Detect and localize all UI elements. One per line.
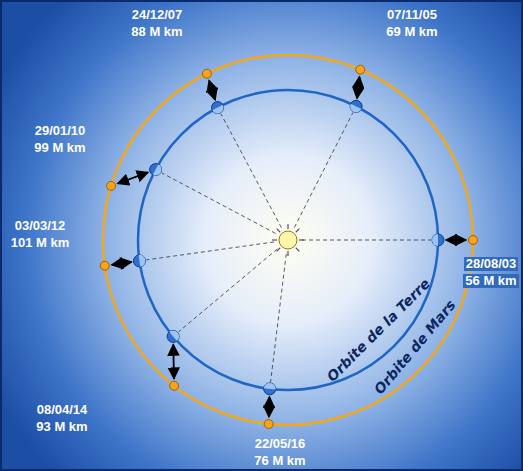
sun-earth-line [302,240,431,241]
mars-dot [107,181,116,190]
sun-disc [279,231,297,249]
sun-ray [296,229,300,233]
mars-dot [469,236,478,245]
distance-arrow [357,77,359,99]
earth-dot [350,100,362,112]
earth-lit-side [139,255,146,267]
sun-ray [277,248,281,252]
sun-ray [287,251,288,256]
earth-lit-side [264,383,276,390]
sun-ray [299,239,304,240]
earth-lit-side [153,164,162,175]
earth-dot [167,330,179,342]
mars-dot [202,69,211,78]
earth-dot [212,102,224,114]
mars-dot [170,381,179,390]
date-label: 24/12/07 [132,8,183,23]
date-label: 29/01/10 [35,124,86,139]
distance-arrow [446,239,466,241]
distance-label: 56 M km [463,274,518,289]
distance-label: 76 M km [254,454,305,469]
distance-label: 93 M km [36,420,87,435]
distance-arrow [268,397,270,417]
distance-label: 88 M km [131,25,182,40]
earth-lit-side [350,104,361,113]
mars-dot [356,65,365,74]
date-label: 03/03/12 [15,219,66,234]
earth-lit-side [169,330,179,341]
sun-earth-line [146,242,274,260]
sun-earth-line [221,114,282,228]
distance-label: 99 M km [34,141,85,156]
earth-dot [264,383,276,395]
mars-orbit [103,55,473,425]
sun-earth-line [162,173,276,234]
distance-arrow [112,262,132,265]
earth-orbit [138,90,438,390]
earth-lit-side [432,234,438,246]
earth-dot [133,255,145,267]
sun-ray [287,224,288,229]
earth-dot [432,234,444,246]
sun [272,224,304,256]
oppositions [100,65,477,428]
date-label: 08/04/14 [37,403,88,418]
sun-earth-line [294,113,353,228]
date-label: 28/08/03 [464,257,519,272]
sun-earth-line [178,249,277,332]
sun-ray [277,229,281,233]
distance-arrow [209,80,215,100]
date-label: 22/05/16 [255,437,306,452]
earth-lit-side [212,105,223,114]
earth-dot [150,164,162,176]
mars-dot [100,261,109,270]
distance-label: 69 M km [386,25,437,40]
date-label: 07/11/05 [387,8,437,23]
distance-arrow [172,344,175,378]
mars-dot [264,419,273,428]
distance-label: 101 M km [11,236,70,251]
sun-ray [296,248,300,252]
sun-ray [272,239,277,240]
sun-earth-line [271,254,287,382]
distance-arrow [118,172,148,183]
